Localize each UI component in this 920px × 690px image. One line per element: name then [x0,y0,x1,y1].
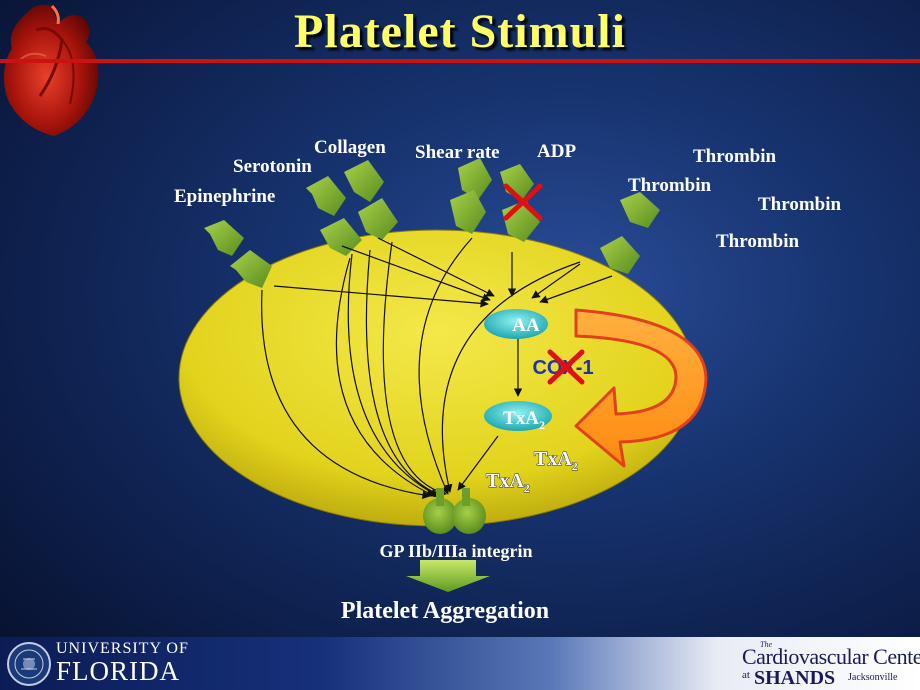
title-divider [0,59,920,63]
cc-city: Jacksonville [848,672,898,683]
label-thrombin-1: Thrombin [693,146,777,167]
slide-title: Platelet Stimuli [294,5,626,58]
receptor-serotonin-top [306,176,346,216]
receptor-collagen-bottom [358,198,398,240]
label-thrombin-2: Thrombin [628,175,712,196]
receptor-collagen-top [344,160,384,202]
label-shear-rate: Shear rate [415,142,500,163]
label-collagen: Collagen [314,137,386,158]
signal-arrows-to-aa [273,237,613,308]
receptor-shear-top [458,158,492,200]
cc-the: The [760,640,772,649]
label-serotonin: Serotonin [233,156,312,177]
cox-inhibitor-x [547,349,585,385]
label-platelet-aggregation: Platelet Aggregation [341,598,549,624]
heart-icon [3,4,99,136]
receptor-thrombin-bottom [600,236,640,274]
label-thrombin-4: Thrombin [716,231,800,252]
txa2-secondary-label: TxA [486,470,524,492]
receptor-shear-bottom [450,190,486,234]
label-adp: ADP [537,141,576,162]
footer-bar [0,637,920,690]
receptor-serotonin-bottom [320,218,362,256]
aggregation-arrow [406,560,490,592]
receptor-epinephrine-bottom [230,250,272,288]
adp-inhibitor-x [503,183,543,221]
txa2-molecule [484,401,552,431]
label-thrombin-3: Thrombin [758,194,842,215]
txa2-main-subscript: 2 [539,418,545,432]
uf-line2: FLORIDA [56,656,181,686]
txa2-main-label: TxA [503,408,539,429]
receptor-thrombin-top [620,192,660,228]
aa-molecule [484,309,548,339]
receptor-epinephrine-top [204,220,244,256]
svg-text:TxA2: TxA2 [503,408,545,432]
uf-seal-icon [7,642,51,686]
uf-line1: UNIVERSITY OF [56,640,189,657]
label-epinephrine: Epinephrine [174,186,275,207]
gp-iib-iiia-receptor [423,488,486,534]
cc-name: Cardiovascular Center [742,644,920,669]
svg-text:TxA2: TxA2 [486,470,530,495]
txa2-released-label: TxA [534,448,572,470]
aa-label: AA [512,315,540,336]
svg-text:TxA2: TxA2 [534,448,578,473]
cc-at: at [742,669,750,681]
txa2-released-subscript: 2 [572,459,578,473]
signal-arrows-to-receptor [261,237,581,500]
label-gp-receptor: GP IIb/IIIa integrin [379,541,532,561]
feedback-arrow [574,308,708,468]
cc-shands: SHANDS [754,667,836,689]
txa2-secondary-subscript: 2 [524,481,530,495]
